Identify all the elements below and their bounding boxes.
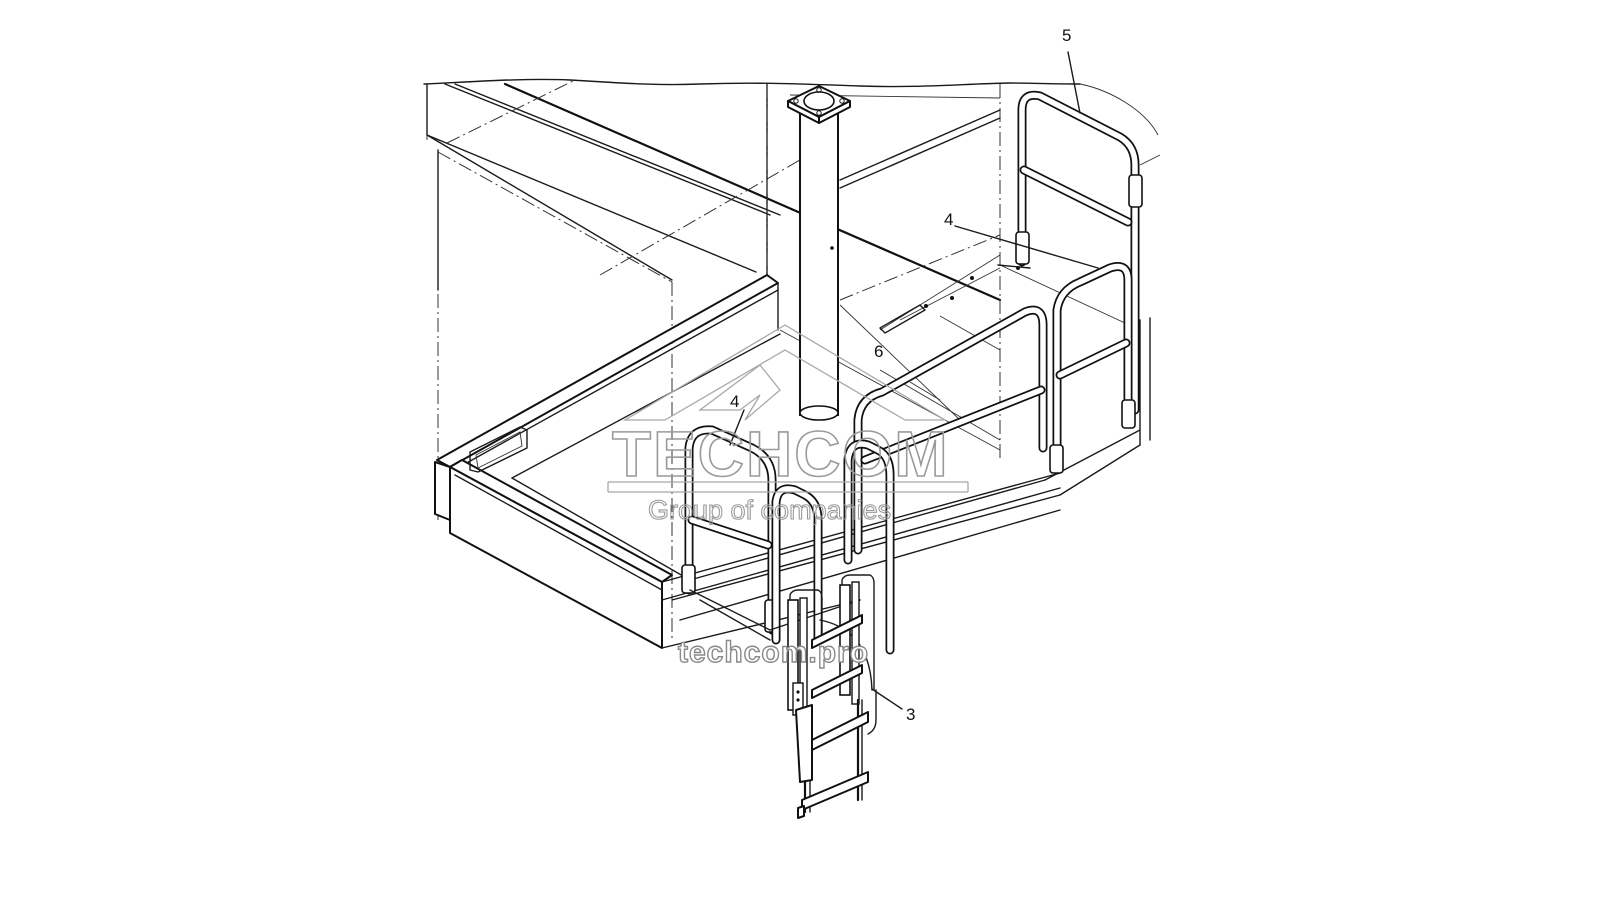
break-line	[423, 78, 1081, 88]
watermark-brand: TECHCOM	[611, 418, 950, 490]
callout-5: 5	[1062, 26, 1072, 45]
leader-lines	[729, 51, 1099, 710]
platform-frame	[434, 274, 1151, 649]
callout-4-left: 4	[730, 392, 740, 411]
handrail-right-side	[1049, 262, 1136, 475]
vertical-post	[787, 85, 851, 421]
swing-arc	[1079, 83, 1159, 136]
watermark-tagline: Group of companies	[647, 495, 892, 525]
watermark-url: techcom.pro	[677, 636, 870, 669]
callout-6: 6	[874, 342, 884, 361]
handrail-middle	[853, 305, 1048, 555]
access-ladder	[787, 574, 877, 819]
callout-3: 3	[906, 705, 916, 724]
upper-housing	[426, 79, 1002, 640]
callout-4-right: 4	[944, 210, 954, 229]
